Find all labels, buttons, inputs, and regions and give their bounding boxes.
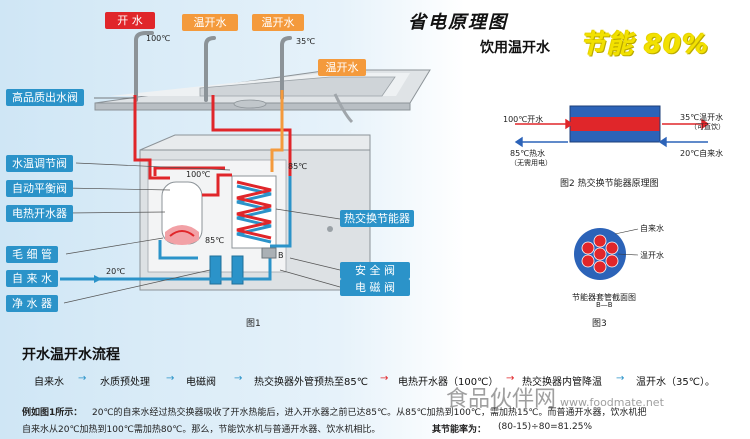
example-ratio: (80-15)÷80=81.25%: [498, 422, 593, 432]
title-sub: 饮用温开水: [480, 40, 550, 56]
fig3-warm-label: 温开水: [640, 251, 664, 260]
flow-step-2: 水质预处理: [100, 377, 150, 388]
section-b: B: [278, 251, 284, 260]
flow-arrow-3: →: [234, 373, 243, 384]
temp-100-inner: 100℃: [186, 170, 211, 179]
temp-85-right: 85℃: [288, 162, 308, 171]
fig2-inner-tube: [570, 117, 660, 131]
fig3-caption: 图3: [592, 319, 607, 329]
label-temp-valve: 水温调节阀: [6, 155, 73, 172]
fig3-diagram: [574, 228, 639, 280]
flow-step-1: 自来水: [34, 377, 64, 388]
temp-20: 20℃: [106, 267, 126, 276]
filter-2: [231, 255, 244, 285]
fig2-left-bottom-note: （无需用电）: [510, 159, 552, 167]
flow-arrow-5: →: [506, 373, 515, 384]
flow-arrow-1: →: [78, 373, 87, 384]
fig3-title: 节能器套管截面图: [572, 293, 636, 302]
label-outlet-valve: 高品质出水阀: [6, 89, 84, 106]
example-line-2: 自来水从20℃加热到100℃需加热80℃。那么，节能饮水机与普通开水器、饮水机相…: [22, 425, 381, 435]
tag-warm-water-2: 温开水: [252, 14, 304, 31]
fig3-section: B—B: [596, 301, 613, 309]
flow-step-7: 温开水（35℃）。: [636, 377, 715, 388]
title-save: 节能 80%: [580, 30, 710, 60]
temp-85-inner: 85℃: [205, 236, 225, 245]
label-purifier: 净 水 器: [6, 295, 58, 312]
flow-step-3: 电磁阀: [186, 377, 216, 388]
fig2-right-top: 35℃温开水: [680, 113, 724, 122]
title-main: 省电原理图: [408, 12, 508, 33]
label-capillary: 毛 细 管: [6, 246, 58, 263]
flow-step-4: 热交换器外管预热至85℃: [254, 377, 368, 388]
label-exchanger: 热交换节能器: [340, 210, 414, 227]
watermark-cn: 食品伙伴网: [446, 387, 557, 412]
fig3-cold-label: 自来水: [640, 224, 664, 233]
fig2-left-top: 100℃开水: [503, 115, 544, 124]
tag-warm-water-1: 温开水: [182, 14, 238, 31]
fig2-caption: 图2 热交换节能器原理图: [560, 179, 659, 189]
example-ratio-label: 其节能率为：: [432, 425, 487, 435]
tag-warm-water-3: 温开水: [318, 59, 366, 76]
label-balance-valve: 自动平衡阀: [6, 180, 73, 197]
tag-boiling-water: 开 水: [105, 12, 155, 29]
flow-arrow-4: →: [380, 373, 389, 384]
process-flow: 自来水 → 水质预处理 → 电磁阀 → 热交换器外管预热至85℃ → 电热开水器…: [0, 373, 750, 389]
example-prefix: 例如图1所示：: [22, 408, 83, 418]
flow-arrow-6: →: [616, 373, 625, 384]
fig1-caption: 图1: [246, 319, 261, 329]
process-heading: 开水温开水流程: [22, 347, 120, 363]
fig2-left-bottom: 85℃热水: [510, 149, 546, 158]
flow-arrow-2: →: [166, 373, 175, 384]
temp-100-top: 100℃: [146, 34, 171, 43]
sink-basin: [199, 76, 396, 97]
label-heater: 电热开水器: [6, 205, 73, 222]
watermark-url: www.foodmate.net: [560, 396, 664, 409]
temp-35-top: 35℃: [296, 37, 316, 46]
example-line-1: 20℃的自来水经过热交换器吸收了开水热能后，进入开水器之前已达85℃。从85℃加…: [92, 408, 647, 418]
label-tap-water: 自 来 水: [6, 270, 58, 287]
fig2-right-bottom: 20℃自来水: [680, 149, 724, 158]
fig2-diagram: [514, 105, 710, 148]
flow-step-5: 电热开水器（100℃）: [398, 377, 499, 388]
label-solenoid-valve: 电 磁 阀: [340, 279, 410, 296]
label-safety-valve: 安 全 阀: [340, 262, 410, 279]
fig2-right-top-note: （可直饮）: [690, 123, 725, 131]
flow-step-6: 热交换器内管降温: [522, 377, 602, 388]
